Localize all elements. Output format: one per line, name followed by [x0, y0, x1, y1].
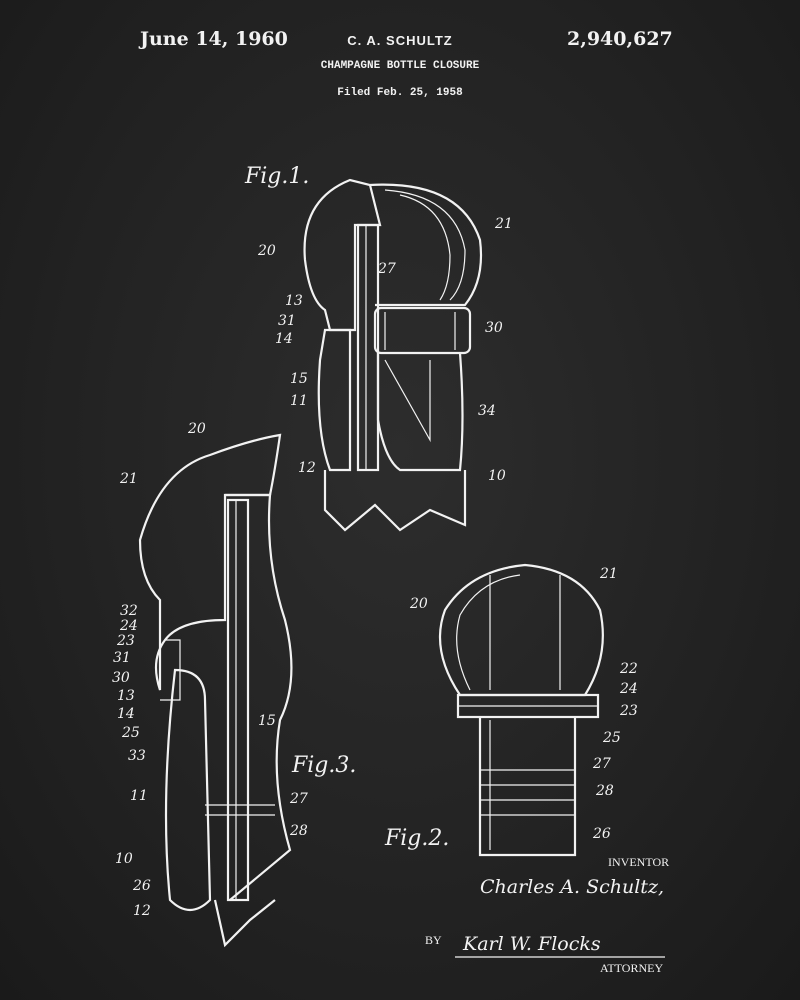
reference-numeral: 26 — [132, 878, 151, 894]
reference-numeral: 12 — [298, 460, 316, 476]
reference-numeral: 15 — [258, 713, 276, 729]
inventor-name: C. A. SCHULTZ — [347, 33, 453, 48]
reference-numeral: 25 — [121, 725, 140, 741]
patent-date: June 14, 1960 — [140, 28, 288, 50]
filed-date: Filed Feb. 25, 1958 — [337, 87, 463, 99]
reference-numeral: 21 — [599, 566, 618, 582]
reference-numeral: 31 — [113, 650, 131, 666]
reference-numeral: 14 — [117, 706, 135, 722]
reference-numeral: 27 — [592, 756, 611, 772]
reference-numeral: 21 — [494, 216, 513, 232]
reference-numeral: 32 — [120, 603, 138, 619]
reference-numeral: 28 — [595, 783, 614, 799]
reference-numeral: 26 — [592, 826, 611, 842]
patent-title: CHAMPAGNE BOTTLE CLOSURE — [320, 60, 480, 72]
reference-numeral: 21 — [119, 471, 138, 487]
attorney-label: ATTORNEY — [600, 961, 663, 975]
reference-numeral: 22 — [619, 661, 638, 677]
reference-numeral: 25 — [602, 730, 621, 746]
attorney-signature: Karl W. Flocks — [462, 933, 601, 955]
by-label: BY — [425, 933, 442, 947]
reference-numeral: 24 — [119, 618, 138, 634]
reference-numeral: 11 — [130, 788, 148, 804]
inventor-signature: Charles A. Schultz, — [480, 876, 664, 898]
reference-numeral: 10 — [115, 851, 133, 867]
reference-numeral: 31 — [278, 313, 296, 329]
reference-numeral: 24 — [619, 681, 638, 697]
reference-numeral: 23 — [116, 633, 135, 649]
reference-numeral: 23 — [619, 703, 638, 719]
reference-numeral: 27 — [377, 261, 396, 277]
patent-number: 2,940,627 — [567, 28, 673, 50]
reference-numeral: 14 — [275, 331, 293, 347]
reference-numeral: 20 — [187, 421, 206, 437]
fig1-reference-numerals: 20 21 27 13 31 14 30 15 11 34 12 10 — [257, 216, 513, 484]
fig2-reference-numerals: 20 21 22 24 23 25 27 28 26 — [409, 566, 638, 842]
fig2-title: Fig.2. — [384, 826, 449, 851]
figure-2: Fig.2. 20 21 22 24 23 25 27 28 26 — [384, 563, 638, 857]
reference-numeral: 10 — [488, 468, 506, 484]
reference-numeral: 33 — [128, 748, 146, 764]
fig1-title: Fig.1. — [244, 164, 309, 189]
reference-numeral: 12 — [133, 903, 151, 919]
reference-numeral: 27 — [289, 791, 308, 807]
reference-numeral: 11 — [290, 393, 308, 409]
reference-numeral: 28 — [289, 823, 308, 839]
reference-numeral: 20 — [257, 243, 276, 259]
reference-numeral: 13 — [117, 688, 135, 704]
reference-numeral: 15 — [290, 371, 308, 387]
reference-numeral: 30 — [112, 670, 130, 686]
reference-numeral: 34 — [478, 403, 496, 419]
reference-numeral: 30 — [485, 320, 503, 336]
figure-3: Fig.3. 20 21 32 24 23 31 30 13 14 25 33 … — [112, 421, 356, 948]
fig3-title: Fig.3. — [291, 753, 356, 778]
figure-1: Fig.1. 20 21 27 13 31 14 30 15 11 34 12 … — [244, 164, 513, 532]
fig3-reference-numerals: 20 21 32 24 23 31 30 13 14 25 33 15 11 2… — [112, 421, 308, 919]
inventor-label: INVENTOR — [608, 855, 669, 869]
reference-numeral: 13 — [285, 293, 303, 309]
reference-numeral: 20 — [409, 596, 428, 612]
